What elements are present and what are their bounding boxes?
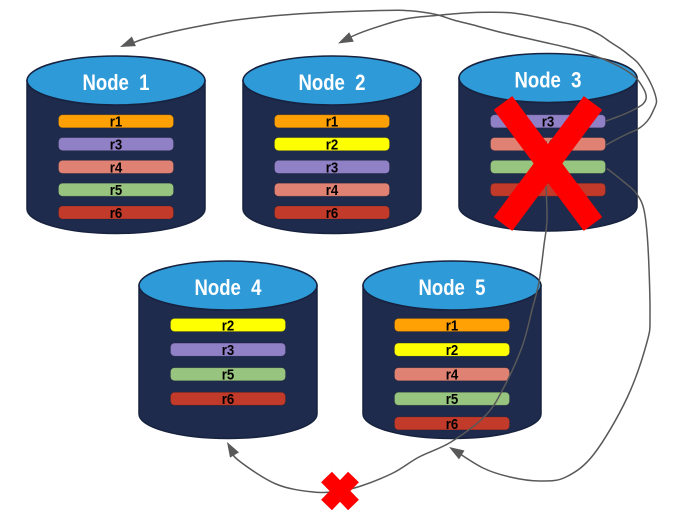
svg-text:r6: r6 (110, 205, 123, 222)
svg-text:r4: r4 (446, 367, 459, 384)
svg-text:r3: r3 (110, 137, 123, 154)
svg-text:r5: r5 (222, 367, 235, 384)
svg-text:r1: r1 (110, 114, 123, 131)
svg-text:r3: r3 (542, 114, 555, 131)
svg-text:r6: r6 (446, 416, 459, 433)
svg-text:r5: r5 (110, 182, 123, 199)
svg-text:r3: r3 (326, 159, 339, 176)
svg-text:Node 3: Node 3 (515, 68, 582, 93)
svg-text:r2: r2 (326, 137, 339, 154)
svg-text:r6: r6 (222, 391, 235, 408)
svg-text:r1: r1 (446, 317, 459, 334)
svg-text:Node 2: Node 2 (299, 70, 366, 95)
svg-text:r2: r2 (222, 317, 235, 334)
svg-text:r4: r4 (326, 182, 339, 199)
svg-text:r2: r2 (446, 342, 459, 359)
svg-text:r6: r6 (326, 205, 339, 222)
svg-text:Node 5: Node 5 (419, 275, 486, 300)
svg-text:r5: r5 (446, 391, 459, 408)
svg-text:r1: r1 (326, 114, 339, 131)
svg-text:Node 1: Node 1 (83, 70, 150, 95)
svg-text:Node 4: Node 4 (195, 275, 263, 300)
svg-text:r3: r3 (222, 342, 235, 359)
svg-text:r4: r4 (110, 159, 123, 176)
